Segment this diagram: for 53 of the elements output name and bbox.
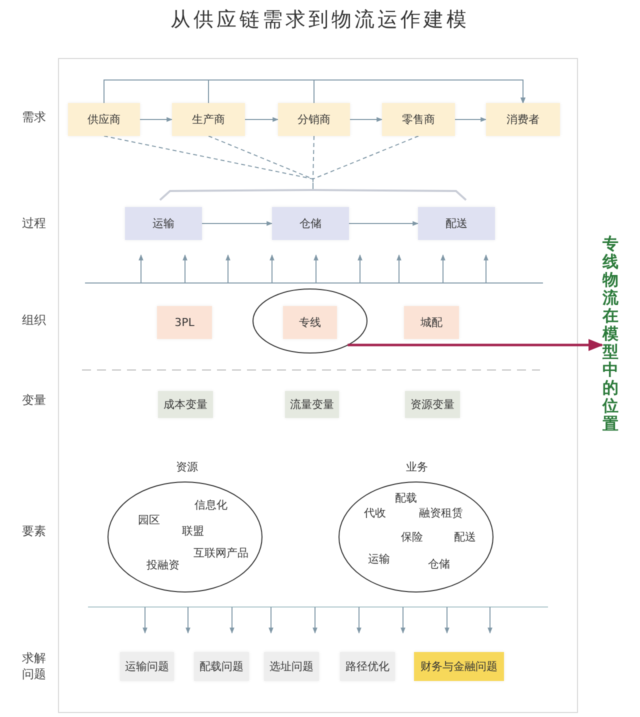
arrow: [244, 117, 279, 122]
process-box: 配载问题: [194, 652, 249, 681]
element-label: 信息化: [194, 498, 228, 512]
row-label: 变量: [22, 392, 47, 408]
process-box: 供应商: [68, 103, 140, 136]
element-label: 园区: [138, 512, 160, 528]
dashed-line: [312, 136, 314, 190]
process-box: 运输: [125, 207, 202, 240]
element-label: 融资租赁: [419, 506, 463, 520]
arrow: [454, 117, 487, 122]
title: 从供应链需求到物流运作建模: [170, 6, 470, 33]
arrow: [348, 221, 419, 226]
element-label: 运输: [368, 552, 390, 566]
process-box: 配送: [418, 207, 495, 240]
process-box: 仓储: [272, 207, 349, 240]
process-box: 资源变量: [405, 391, 460, 418]
process-box: 成本变量: [158, 391, 213, 418]
row-label: 需求: [22, 109, 47, 125]
process-box: 流量变量: [285, 391, 339, 418]
arrow: [202, 221, 273, 226]
arrow: [314, 80, 526, 104]
row-label: 组织: [22, 312, 47, 328]
process-box: 生产商: [172, 103, 245, 136]
process-box: 城配: [404, 306, 459, 339]
bracket: [158, 189, 468, 201]
element-label: 仓储: [428, 556, 450, 572]
process-box: 财务与金融问题: [414, 652, 504, 681]
process-box: 3PL: [157, 306, 212, 339]
process-box: 选址问题: [264, 652, 319, 681]
arrow: [348, 339, 604, 351]
arrow: [350, 117, 383, 122]
element-label: 联盟: [182, 524, 204, 538]
element-label: 配载: [395, 490, 417, 506]
process-box: 零售商: [382, 103, 455, 136]
element-label: 配送: [454, 530, 476, 544]
process-box: 运输问题: [120, 652, 174, 681]
row-label: 要素: [22, 523, 47, 539]
row-label: 求解问题: [22, 650, 47, 682]
process-box: 路径优化: [340, 652, 395, 681]
group-heading: 资源: [176, 460, 198, 474]
process-box: 专线: [283, 306, 337, 339]
element-label: 互联网产品: [194, 546, 248, 560]
group-heading: 业务: [406, 460, 428, 474]
process-box: 消费者: [486, 103, 560, 136]
side-note: 专线物流在模型中的位置: [602, 235, 619, 433]
row-label: 过程: [22, 215, 47, 231]
highlight-ellipse: [252, 288, 368, 354]
element-label: 保险: [401, 530, 423, 544]
element-label: 代收: [364, 506, 386, 520]
element-label: 投融资: [146, 558, 180, 572]
arrow: [140, 117, 173, 122]
dashed-line: [312, 136, 419, 190]
process-box: 分销商: [278, 103, 350, 136]
